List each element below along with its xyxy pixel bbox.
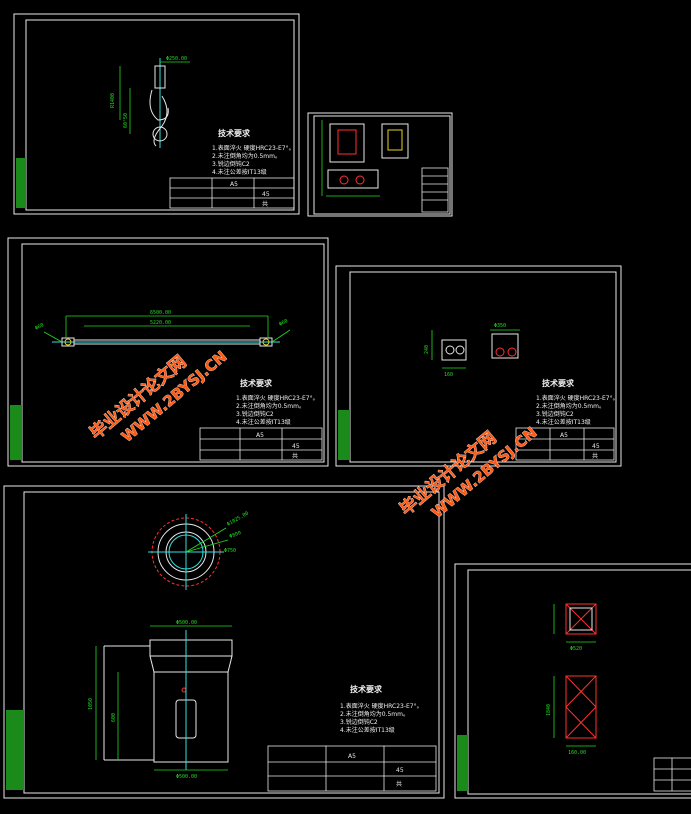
svg-text:1050: 1050 xyxy=(88,698,94,710)
hook-dim-mid: 60°50 xyxy=(123,113,129,128)
title-block: A5 45 共 xyxy=(169,177,295,209)
shaft-drawing: 6500.00 5220.00 Φ60 Φ60 xyxy=(34,310,291,347)
svg-text:160.00: 160.00 xyxy=(568,750,586,756)
svg-text:A5: A5 xyxy=(560,432,568,439)
svg-text:2.未注倒角均为0.5mm。: 2.未注倒角均为0.5mm。 xyxy=(340,710,409,718)
drum-top-view: Φ1025.00 Φ800 Φ750 xyxy=(148,510,250,590)
svg-text:160: 160 xyxy=(444,372,453,378)
parts-list xyxy=(421,167,449,213)
hook-drawing: Φ250.00 R1400 60°50 xyxy=(110,56,190,148)
trolley-drawing xyxy=(321,120,409,197)
sheet-border-inner xyxy=(21,243,325,463)
drum-side-view: Φ500.00 Φ500.00 1050 600 xyxy=(88,620,233,780)
svg-text:1.表面淬火 硬度HRC23-E7°。: 1.表面淬火 硬度HRC23-E7°。 xyxy=(236,394,319,402)
watermark-left: 毕业设计论文网 WWW.2BYSJ.CN xyxy=(85,347,230,446)
svg-text:共: 共 xyxy=(262,200,268,208)
notes-line-1: 1.表面淬火 硬度HRC23-E7°。 xyxy=(212,144,295,152)
sheet-border-outer xyxy=(335,265,622,467)
svg-text:45: 45 xyxy=(292,443,300,450)
svg-text:3.锐边倒钝C2: 3.锐边倒钝C2 xyxy=(340,718,378,726)
svg-text:600: 600 xyxy=(111,713,117,722)
sheet-long-shaft[interactable]: 6500.00 5220.00 Φ60 Φ60 技术要求 1.表面淬火 硬度HR… xyxy=(7,237,329,467)
svg-text:2.未注倒角均为0.5mm。: 2.未注倒角均为0.5mm。 xyxy=(236,402,305,410)
svg-text:共: 共 xyxy=(292,452,298,460)
title-block xyxy=(653,757,691,792)
sheet-border-outer xyxy=(3,485,445,799)
svg-text:共: 共 xyxy=(396,780,402,788)
notes-line-4: 4.未注公差按IT13级 xyxy=(212,168,267,176)
shaft-dim-total: 6500.00 xyxy=(150,310,171,316)
sheet-border-inner xyxy=(349,271,617,463)
sheet-border-inner xyxy=(23,491,440,794)
svg-text:1840: 1840 xyxy=(546,704,552,716)
title-block: A5 45 共 xyxy=(199,427,323,461)
shaft-dim-left: Φ60 xyxy=(34,322,45,332)
svg-text:4.未注公差按IT13级: 4.未注公差按IT13级 xyxy=(340,726,395,734)
svg-text:A5: A5 xyxy=(348,753,356,760)
svg-text:Φ520: Φ520 xyxy=(570,646,582,652)
notes-title: 技术要求 xyxy=(218,128,251,138)
watermark-right: 毕业设计论文网 WWW.2BYSJ.CN xyxy=(395,423,540,522)
svg-text:Φ500.00: Φ500.00 xyxy=(176,774,197,780)
frame-drawing: Φ520 1840 160.00 xyxy=(546,603,597,756)
sheet-trolley-layout[interactable] xyxy=(307,112,453,217)
sheet-border-outer xyxy=(13,13,300,215)
svg-text:A5: A5 xyxy=(256,432,264,439)
svg-text:技术要求: 技术要求 xyxy=(240,378,273,388)
sheet-border-outer xyxy=(7,237,329,467)
title-block: A5 45 共 xyxy=(267,745,437,792)
svg-text:3.锐边倒钝C2: 3.锐边倒钝C2 xyxy=(536,410,574,418)
sidebar-strip xyxy=(457,735,468,791)
svg-text:A5: A5 xyxy=(230,181,238,188)
svg-text:1.表面淬火 硬度HRC23-E7°。: 1.表面淬火 硬度HRC23-E7°。 xyxy=(340,702,423,710)
title-block: A5 45 共 xyxy=(515,427,615,461)
svg-text:2.未注倒角均为0.5mm。: 2.未注倒角均为0.5mm。 xyxy=(536,402,605,410)
notes-line-3: 3.锐边倒钝C2 xyxy=(212,160,250,168)
sheet-frame-structure[interactable]: Φ520 1840 160.00 xyxy=(454,563,691,799)
sidebar-strip xyxy=(338,410,350,460)
svg-text:Φ500.00: Φ500.00 xyxy=(176,620,197,626)
svg-text:1.表面淬火 硬度HRC23-E7°。: 1.表面淬火 硬度HRC23-E7°。 xyxy=(536,394,619,402)
sheet-hook[interactable]: Φ250.00 R1400 60°50 技术要求 1.表面淬火 硬度HRC23-… xyxy=(13,13,300,215)
svg-text:4.未注公差按IT13级: 4.未注公差按IT13级 xyxy=(536,418,591,426)
shaft-dim-inner: 5220.00 xyxy=(150,320,171,326)
sheet-border-outer xyxy=(454,563,691,799)
svg-text:Φ800: Φ800 xyxy=(229,530,242,540)
svg-text:技术要求: 技术要求 xyxy=(542,378,575,388)
sidebar-strip xyxy=(16,158,26,208)
sidebar-strip xyxy=(6,710,24,790)
svg-text:共: 共 xyxy=(592,452,598,460)
sheet-border-outer xyxy=(307,112,453,217)
shaft-dim-right: Φ60 xyxy=(278,318,289,328)
sidebar-strip xyxy=(10,405,22,460)
wheel-drawing: 240 160 Φ350 xyxy=(424,323,520,378)
svg-text:45: 45 xyxy=(396,767,404,774)
svg-text:Φ350: Φ350 xyxy=(494,323,506,329)
sheet-wheel-set[interactable]: 240 160 Φ350 技术要求 1.表面淬火 硬度HRC23-E7°。 2.… xyxy=(335,265,622,467)
hook-dim-top: Φ250.00 xyxy=(166,56,187,62)
sheet-border-inner xyxy=(313,115,451,215)
svg-text:技术要求: 技术要求 xyxy=(350,684,383,694)
svg-text:45: 45 xyxy=(592,443,600,450)
svg-text:4.未注公差按IT13级: 4.未注公差按IT13级 xyxy=(236,418,291,426)
hook-dim-left: R1400 xyxy=(110,93,116,108)
sheet-border-inner xyxy=(467,569,691,795)
svg-text:3.锐边倒钝C2: 3.锐边倒钝C2 xyxy=(236,410,274,418)
svg-text:Φ1025.00: Φ1025.00 xyxy=(226,510,250,527)
sheet-border-inner xyxy=(25,19,295,211)
svg-text:240: 240 xyxy=(424,345,430,354)
svg-text:45: 45 xyxy=(262,191,270,198)
svg-text:Φ750: Φ750 xyxy=(224,548,236,554)
sheet-drum[interactable]: Φ1025.00 Φ800 Φ750 Φ500.00 Φ500.00 1050 … xyxy=(3,485,445,799)
notes-line-2: 2.未注倒角均为0.5mm。 xyxy=(212,152,281,160)
